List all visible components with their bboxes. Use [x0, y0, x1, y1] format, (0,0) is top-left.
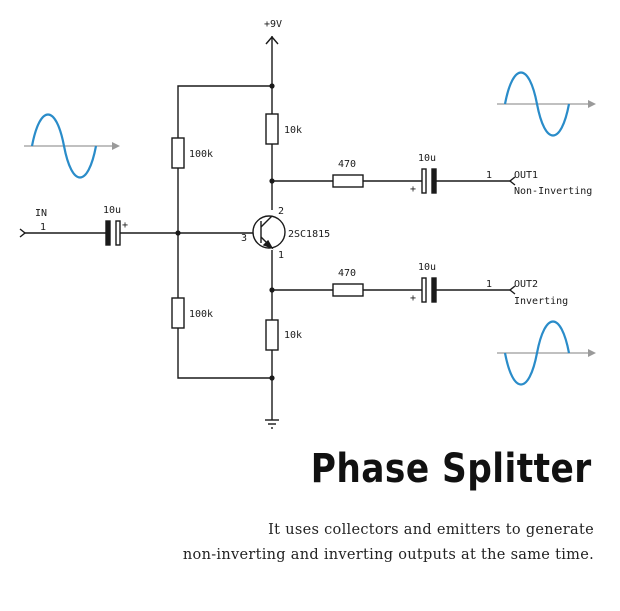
transistor-base-pin: 3 — [241, 233, 247, 244]
out2-resistor — [332, 283, 364, 297]
supply-arrow — [265, 35, 279, 86]
out1-label: OUT1 — [514, 170, 538, 181]
out1-connector — [508, 176, 516, 186]
phase-splitter-schematic: +9V 10k 100k IN 1 10u + 3 2 1 2SC1815 10… — [19, 19, 596, 429]
emitter-resistor-value: 10k — [284, 330, 302, 341]
out1-resistor-value: 470 — [338, 159, 356, 170]
transistor-part: 2SC1815 — [288, 229, 330, 240]
description: It uses collectors and emitters to gener… — [183, 518, 594, 568]
out2-resistor-value: 470 — [338, 268, 356, 279]
input-capacitor-value: 10u — [103, 205, 121, 216]
out1-capacitor-polarity: + — [410, 184, 416, 195]
bias-resistor-bottom — [171, 297, 185, 329]
out1-description: Non-Inverting — [514, 186, 592, 197]
out1-resistor — [332, 174, 364, 188]
bias-resistor-bottom-value: 100k — [189, 309, 213, 320]
out2-capacitor-polarity: + — [410, 293, 416, 304]
page-title: Phase Splitter — [311, 446, 592, 492]
supply-label: +9V — [264, 19, 282, 30]
out1-waveform-icon — [497, 71, 596, 137]
input-capacitor-polarity: + — [122, 220, 128, 231]
input-pin: 1 — [40, 222, 46, 233]
out2-capacitor-value: 10u — [418, 262, 436, 273]
transistor-collector-pin: 2 — [278, 206, 284, 217]
collector-resistor-value: 10k — [284, 125, 302, 136]
npn-transistor — [252, 215, 286, 250]
out2-label: OUT2 — [514, 279, 538, 290]
transistor-emitter-pin: 1 — [278, 250, 284, 261]
input-capacitor — [105, 220, 121, 246]
out2-waveform-icon — [497, 320, 596, 386]
out2-connector — [508, 285, 516, 295]
input-label: IN — [35, 208, 47, 219]
out2-description: Inverting — [514, 296, 568, 307]
junction-dot — [175, 230, 181, 236]
emitter-resistor — [265, 319, 279, 351]
bias-resistor-top-value: 100k — [189, 149, 213, 160]
bias-top-wire — [177, 85, 272, 138]
description-line: non-inverting and inverting outputs at t… — [182, 547, 594, 563]
out2-capacitor — [421, 277, 437, 303]
out2-pin: 1 — [486, 279, 492, 290]
out1-capacitor — [421, 168, 437, 194]
input-connector — [19, 228, 27, 238]
collector-resistor — [265, 113, 279, 145]
input-waveform-icon — [24, 113, 120, 179]
out1-pin: 1 — [486, 170, 492, 181]
ground-symbol — [265, 419, 279, 429]
bias-resistor-top — [171, 137, 185, 169]
description-line: It uses collectors and emitters to gener… — [268, 522, 594, 538]
bias-bottom-wire — [177, 328, 272, 379]
out1-capacitor-value: 10u — [418, 153, 436, 164]
